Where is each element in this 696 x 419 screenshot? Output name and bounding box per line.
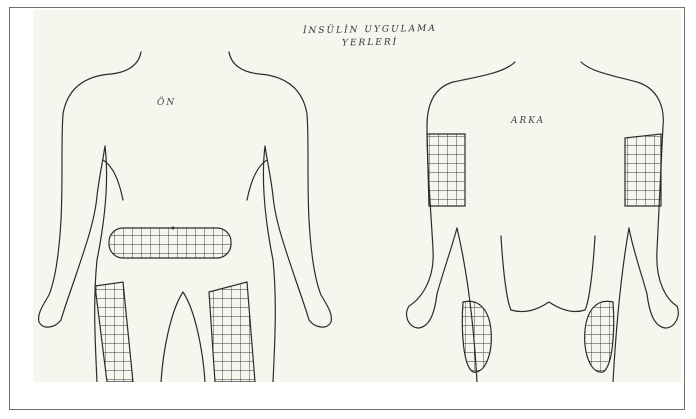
front-inner-legs — [161, 292, 205, 382]
body-diagram — [33, 10, 681, 382]
left-thigh-injection-site — [95, 282, 133, 382]
left-buttock-injection-site — [462, 301, 491, 372]
front-figure — [39, 52, 332, 382]
drawing-sheet: İNSÜLİN UYGULAMA YERLERİ ÖN ARKA — [33, 10, 681, 382]
right-buttock-injection-site — [585, 301, 614, 372]
left-upper-arm-injection-site — [427, 134, 465, 206]
diagram-title: İNSÜLİN UYGULAMA YERLERİ — [265, 22, 475, 52]
front-label: ÖN — [157, 98, 176, 108]
right-upper-arm-injection-site — [625, 134, 661, 206]
back-label: ARKA — [511, 116, 545, 126]
back-figure — [407, 62, 679, 382]
right-thigh-injection-site — [209, 282, 255, 382]
navel — [172, 227, 175, 230]
abdomen-injection-site — [109, 228, 231, 258]
